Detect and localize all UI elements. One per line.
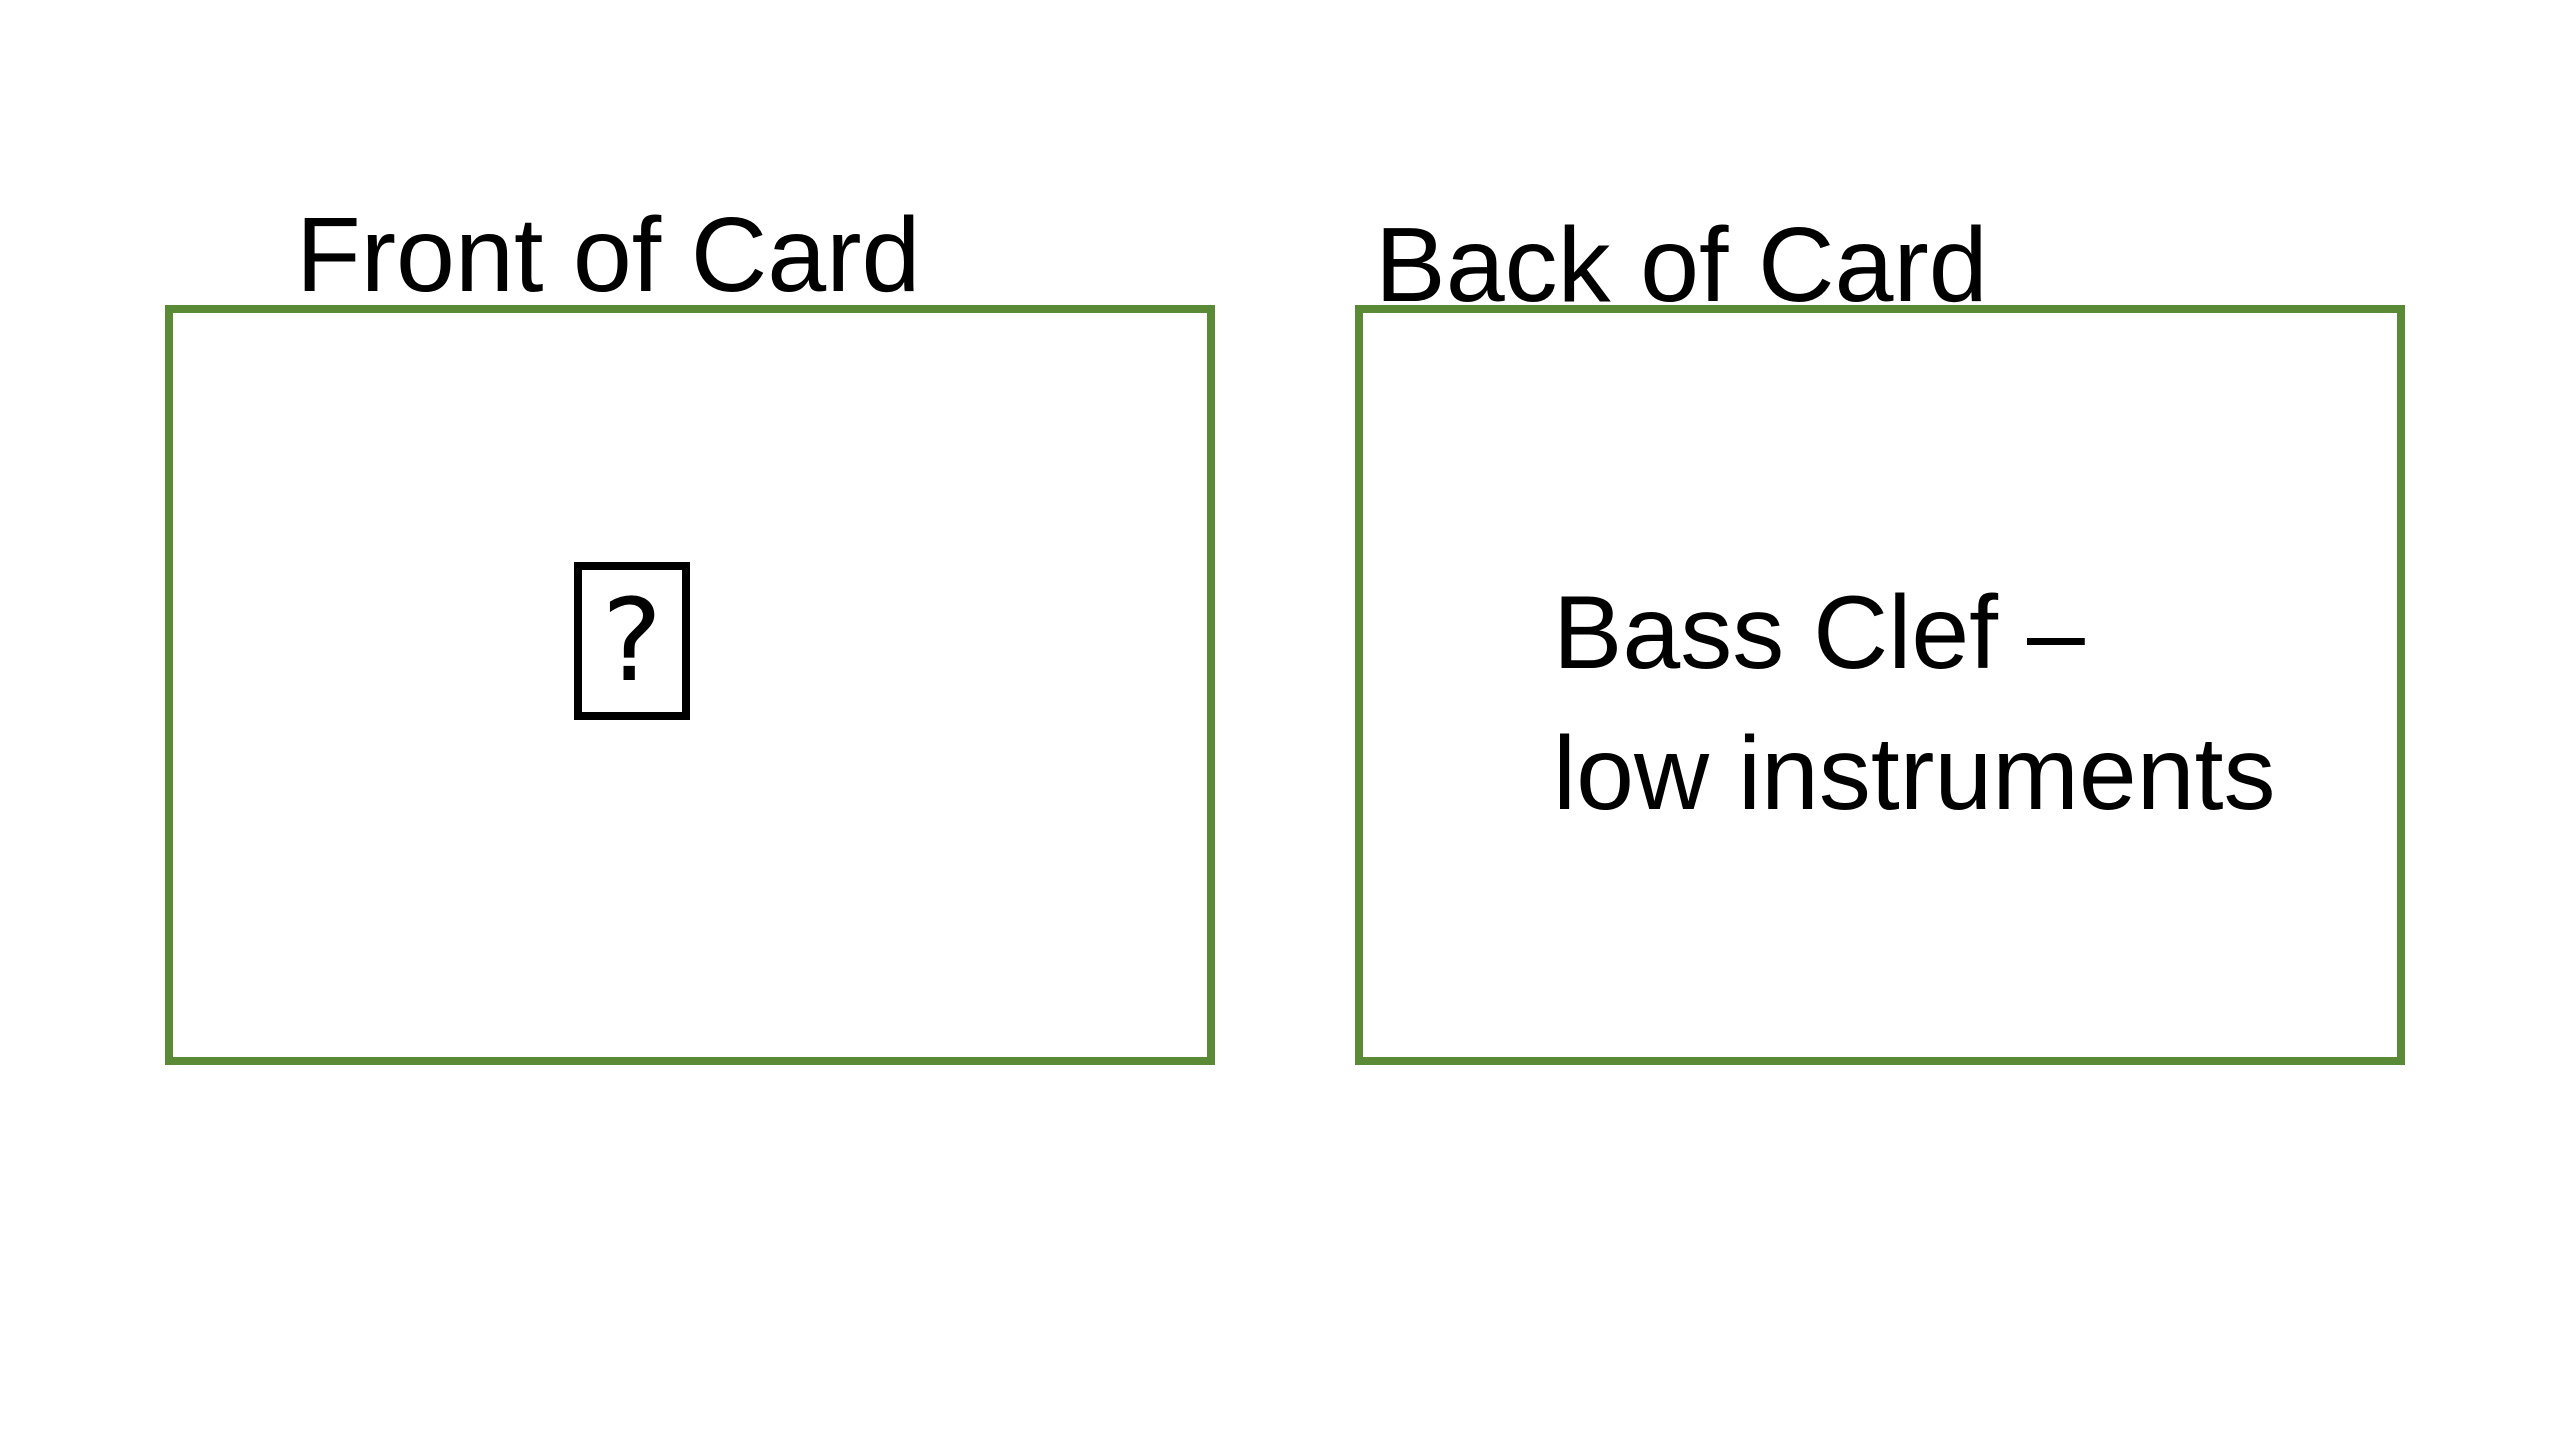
- back-card-line-1: Bass Clef –: [1553, 575, 2085, 691]
- front-card-title: Front of Card: [296, 196, 921, 314]
- missing-glyph-icon: ?: [574, 562, 690, 720]
- back-card: Bass Clef – low instruments: [1355, 305, 2405, 1065]
- back-card-title: Back of Card: [1375, 206, 1988, 324]
- missing-glyph-question-mark: ?: [601, 574, 663, 707]
- front-card: ?: [165, 305, 1215, 1065]
- back-card-text: Bass Clef – low instruments: [1553, 563, 2373, 846]
- back-card-line-2: low instruments: [1553, 716, 2276, 833]
